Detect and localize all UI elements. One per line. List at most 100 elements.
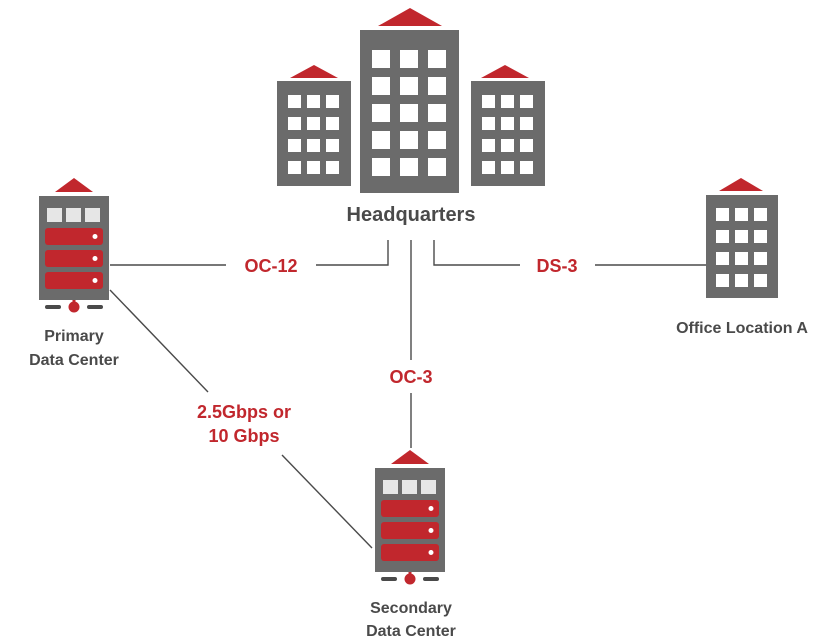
window [482,117,495,130]
rack-port [68,301,80,313]
window [716,252,729,265]
window [307,139,320,152]
window [716,208,729,221]
window [520,95,533,108]
window [288,117,301,130]
server-unit [381,544,439,561]
window [288,161,301,174]
window [400,50,418,68]
roof-triangle [55,178,93,192]
server-unit [381,522,439,539]
rack-cap [402,480,417,494]
server-rack-icon [375,450,445,585]
link-label-ds3: DS-3 [536,256,577,276]
server-unit [45,272,103,289]
roof-triangle [378,8,442,26]
window [372,104,390,122]
window [372,77,390,95]
window [288,139,301,152]
link-line-primary-secondary-top [109,289,209,393]
window [735,208,748,221]
window [372,131,390,149]
tower-windows [288,50,533,176]
link-label-oc3: OC-3 [389,367,432,387]
window [501,161,514,174]
window [501,117,514,130]
window [326,139,339,152]
server-led [92,278,98,283]
server-unit [381,500,439,517]
window [482,95,495,108]
link-line-hq-office-left [433,240,520,266]
server-rack-icon [39,178,109,313]
rack-port [404,573,416,585]
window [716,274,729,287]
secondary-dc-label-line1: Secondary [370,600,452,617]
window [754,252,767,265]
rack-base-left [45,305,61,309]
rack-cap [85,208,100,222]
window [372,158,390,176]
roof-triangle [481,65,529,78]
roof-triangle [290,65,338,78]
office-windows [716,208,767,287]
server-unit [45,228,103,245]
window [307,161,320,174]
window [735,252,748,265]
link-label-primary-secondary-line1: 2.5Gbps or [197,402,291,422]
headquarters-label: Headquarters [347,204,476,226]
window [428,158,446,176]
window [520,139,533,152]
window [754,230,767,243]
window [307,95,320,108]
link-line-hq-primary-right [316,240,389,266]
rack-cap [421,480,436,494]
window [288,95,301,108]
window [307,117,320,130]
window [400,104,418,122]
server-led [92,256,98,261]
rack-base-left [381,577,397,581]
window [501,95,514,108]
window [735,230,748,243]
office-towers-icon [277,8,545,193]
window [428,77,446,95]
window [400,158,418,176]
window [326,161,339,174]
primary-dc-label-line2: Data Center [29,352,119,369]
window [326,117,339,130]
window [400,131,418,149]
window [428,104,446,122]
server-led [428,550,434,555]
window [520,161,533,174]
window [716,230,729,243]
office-building-icon [706,178,778,298]
window [428,50,446,68]
server-led [428,528,434,533]
window [501,139,514,152]
window [482,161,495,174]
rack-cap [47,208,62,222]
rack-cap [383,480,398,494]
roof-triangle [719,178,763,191]
link-label-oc12: OC-12 [244,256,297,276]
window [520,117,533,130]
roof-triangle [391,450,429,464]
connection-lines [109,240,706,549]
window [372,50,390,68]
secondary-dc-label-line2: Data Center [366,623,456,640]
window [754,208,767,221]
window [735,274,748,287]
link-line-primary-secondary-bottom [281,454,373,549]
rack-base-right [87,305,103,309]
window [326,95,339,108]
server-led [92,234,98,239]
window [754,274,767,287]
window [482,139,495,152]
server-unit [45,250,103,267]
rack-cap [66,208,81,222]
rack-base-right [423,577,439,581]
primary-dc-label-line1: Primary [44,328,104,345]
link-label-primary-secondary-line2: 10 Gbps [208,426,279,446]
